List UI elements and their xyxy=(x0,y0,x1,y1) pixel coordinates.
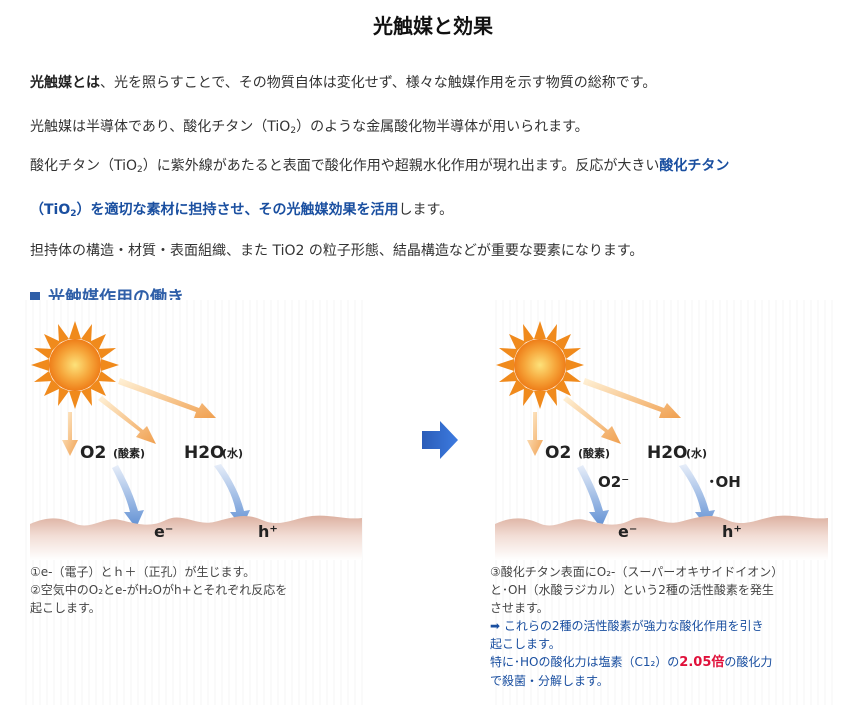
right-sun-icon xyxy=(496,321,584,409)
left-h2o-label: H2O xyxy=(184,443,225,463)
right-electron-arrow xyxy=(577,465,609,528)
intro-paragraph-1: 光触媒とは、光を照らすことで、その物質自体は変化せず、様々な触媒作用を示す物質の… xyxy=(30,72,656,92)
p4-text: します。 xyxy=(398,202,454,218)
intro-paragraph-3: 酸化チタン（TiO2）に紫外線があたると表面で酸化作用や超親水化作用が現れ出ます… xyxy=(30,155,729,175)
p3-text-a: 酸化チタン（TiO xyxy=(30,158,138,174)
right-note-line-4: ➡ これらの2種の活性酸素が強力な酸化作用を引き xyxy=(490,619,764,633)
left-h2o-sublabel: (水) xyxy=(222,446,243,460)
left-note-line-1: ①e-（電子）とｈ＋（正孔）が生じます。 xyxy=(30,565,256,579)
p2-text-a: 光触媒は半導体であり、酸化チタン（TiO xyxy=(30,119,291,135)
p4-highlight-b: ）を適切な素材に担持させ、その光触媒効果を活用 xyxy=(76,202,399,218)
right-hole-arrow xyxy=(679,464,715,528)
left-o2-sublabel: (酸素) xyxy=(113,446,145,460)
hydroxyl-radical-label: ･OH xyxy=(708,473,741,491)
intro-paragraph-4: （TiO2）を適切な素材に担持させ、その光触媒効果を活用します。 xyxy=(30,199,453,219)
p3-highlight: 酸化チタン xyxy=(659,158,730,174)
right-h2o-sublabel: (水) xyxy=(686,446,707,460)
right-o2-label: O2 xyxy=(545,443,571,463)
left-uv-arrow-1 xyxy=(62,412,78,456)
photocatalyst-term: 光触媒とは xyxy=(30,75,100,91)
right-hole-label: h⁺ xyxy=(722,522,742,541)
right-electron-label: e⁻ xyxy=(618,522,637,541)
right-note-line-5: 起こします。 xyxy=(490,637,561,651)
right-o2-sublabel: (酸素) xyxy=(578,446,610,460)
p3-text-b: ）に紫外線があたると表面で酸化作用や超親水化作用が現れ出ます。反応が大きい xyxy=(142,158,660,174)
right-h2o-label: H2O xyxy=(647,443,688,463)
right-note-line-2: と･OH（水酸ラジカル）という2種の活性酸素を発生 xyxy=(490,583,774,597)
left-electron-arrow xyxy=(112,465,144,528)
left-explanation: ①e-（電子）とｈ＋（正孔）が生じます。 ②空気中のO₂とe-がH₂Oがh+とそ… xyxy=(30,563,370,617)
left-uv-arrow-3 xyxy=(118,378,216,418)
right-note-line-3: させます。 xyxy=(490,601,549,615)
page-title: 光触媒と効果 xyxy=(373,14,493,38)
right-explanation: ③酸化チタン表面にO₂-（スーパーオキサイドイオン） と･OH（水酸ラジカル）と… xyxy=(490,563,840,690)
p4-subscript: 2 xyxy=(70,209,77,219)
right-uv-arrow-1 xyxy=(527,412,543,456)
p2-subscript: 2 xyxy=(290,126,297,136)
intro-paragraph-5: 担持体の構造・材質・表面組織、また TiO2 の粒子形態、結晶構造などが重要な要… xyxy=(30,243,644,259)
left-o2-label: O2 xyxy=(80,443,106,463)
left-hole-arrow xyxy=(214,464,250,528)
left-electron-label: e⁻ xyxy=(154,522,173,541)
right-note-line-6a: 特に･HOの酸化力は塩素（C1₂）の xyxy=(490,655,680,669)
p4-highlight-a: （TiO xyxy=(30,202,71,218)
next-step-arrow-icon xyxy=(422,421,458,459)
left-note-line-3: 起こします。 xyxy=(30,601,101,615)
p2-text-b: ）のような金属酸化物半導体が用いられます。 xyxy=(296,119,589,135)
intro-paragraph-2: 光触媒は半導体であり、酸化チタン（TiO2）のような金属酸化物半導体が用いられま… xyxy=(30,116,589,136)
left-tio2-surface xyxy=(30,515,362,560)
square-bullet-icon xyxy=(30,292,40,302)
left-hole-label: h⁺ xyxy=(258,522,278,541)
photocatalysis-diagram: O2 (酸素) H2O (水) e⁻ h⁺ O2 (酸素) H2O (水) O2… xyxy=(30,321,828,560)
superoxide-label: O2⁻ xyxy=(598,473,629,491)
p3-subscript: 2 xyxy=(137,165,143,175)
oxidation-multiplier: 2.05倍 xyxy=(679,655,725,670)
right-uv-arrow-2 xyxy=(563,396,621,444)
left-note-line-2: ②空気中のO₂とe-がH₂Oがh+とそれぞれ反応を xyxy=(30,583,288,597)
right-note-line-6: 特に･HOの酸化力は塩素（C1₂）の2.05倍の酸化力 xyxy=(490,653,840,672)
p1-text: 、光を照らすことで、その物質自体は変化せず、様々な触媒作用を示す物質の総称です。 xyxy=(100,75,657,91)
left-uv-arrow-2 xyxy=(98,396,156,444)
right-note-line-1: ③酸化チタン表面にO₂-（スーパーオキサイドイオン） xyxy=(490,565,784,579)
right-tio2-surface xyxy=(495,515,828,560)
right-note-line-6b: の酸化力 xyxy=(724,655,773,669)
left-sun-icon xyxy=(31,321,119,409)
right-note-line-7: で殺菌・分解します。 xyxy=(490,674,609,688)
right-uv-arrow-3 xyxy=(583,378,681,418)
